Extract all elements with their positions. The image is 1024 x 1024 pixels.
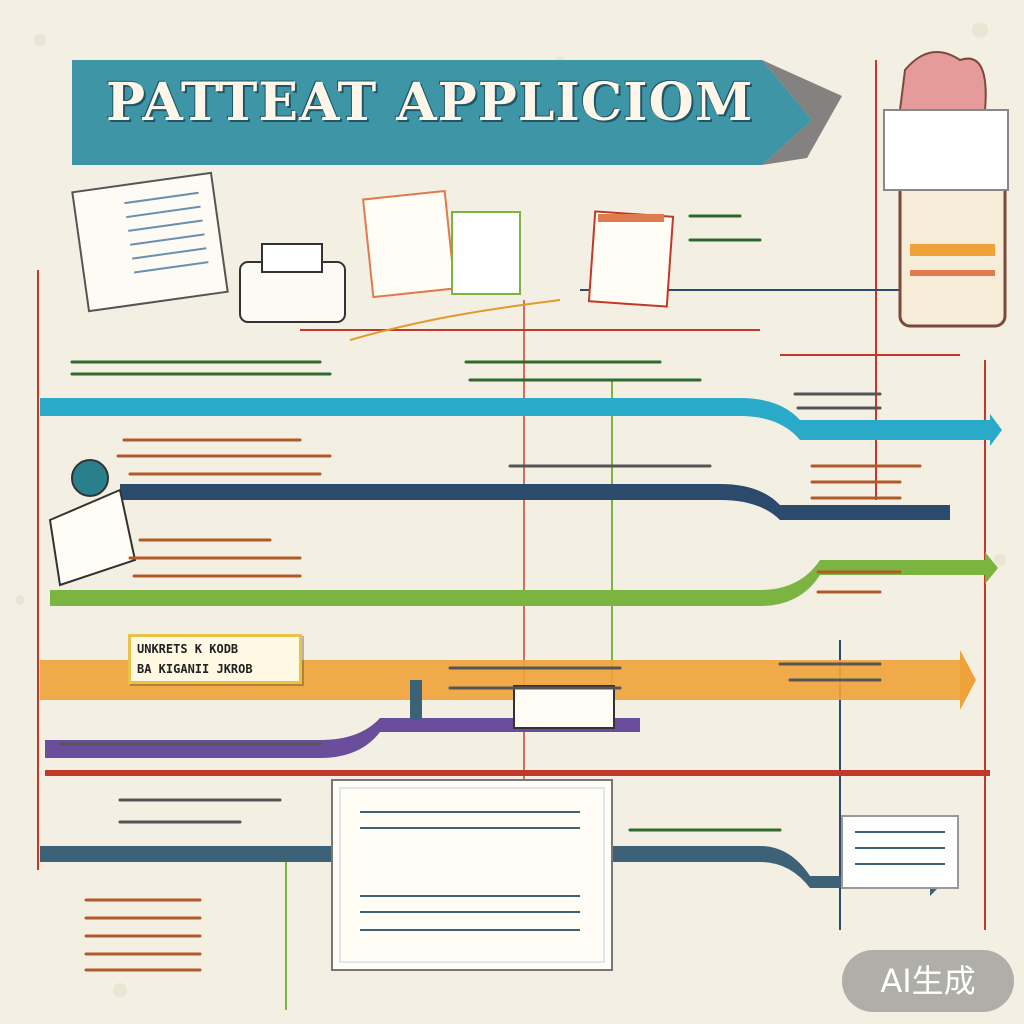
banner-shape — [72, 60, 842, 165]
box-icon — [883, 51, 1009, 328]
printer-icon — [239, 243, 346, 323]
ribbon-red — [45, 770, 990, 776]
ribbon-green — [50, 560, 985, 606]
ribbon-navy — [120, 484, 950, 520]
page-title: PATTEAT APPLICIOM — [106, 72, 754, 133]
callout-label-line-2: BA KIGANII JKROB — [137, 662, 253, 676]
hand-icon — [48, 459, 137, 587]
title-banner: PATTEAT APPLICIOM — [72, 60, 842, 165]
flow-ribbons — [40, 398, 990, 888]
document-icon — [841, 815, 959, 889]
callout-label: UNKRETS K KODB BA KIGANII JKROB — [128, 634, 302, 684]
paper-texture — [15, 22, 1006, 997]
document-icon — [587, 210, 675, 308]
callout-label-line-1: UNKRETS K KODB — [137, 642, 239, 656]
ribbon-bluegray — [40, 846, 930, 888]
document-icon — [331, 779, 613, 971]
ai-generated-badge: AI生成 — [842, 950, 1014, 1012]
text-scribbles — [58, 214, 922, 972]
stamp-icon — [410, 680, 615, 729]
envelope-icon — [362, 189, 521, 299]
ribbon-purple — [45, 718, 640, 758]
document-icon — [71, 171, 229, 313]
ribbon-cyan — [40, 398, 990, 440]
